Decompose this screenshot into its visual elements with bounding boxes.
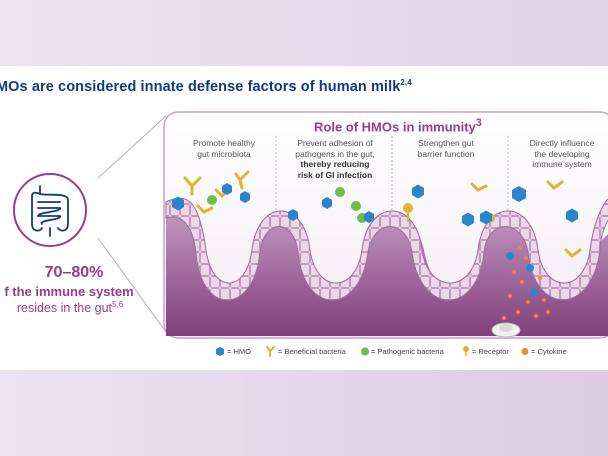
statistic-block: 70–80% f the immune system resides in th… xyxy=(0,264,148,315)
beneficial-bacteria-icon xyxy=(183,170,250,214)
immune-cell xyxy=(491,322,521,338)
beneficial-bacteria-icon xyxy=(546,180,582,258)
legend-pathogenic-bacteria: = Pathogenic bacteria xyxy=(371,347,444,356)
hmo-icon xyxy=(172,196,184,211)
connector-line-bottom xyxy=(97,237,167,333)
headline: MOs are considered innate defense factor… xyxy=(0,78,412,95)
connector-line-top xyxy=(97,115,167,179)
epithelium-cells xyxy=(165,197,608,301)
statistic-number: 70–80% xyxy=(44,264,104,281)
beneficial-bacteria-icon xyxy=(266,346,275,357)
hmo-icon xyxy=(462,210,492,227)
top-band xyxy=(0,0,608,66)
intestine-icon xyxy=(31,185,69,237)
legend-receptor: = Receptor xyxy=(472,347,509,356)
hmo-icon xyxy=(412,184,424,199)
hmo-icon xyxy=(506,252,538,296)
cytokine-icon xyxy=(502,246,550,320)
pathogenic-bacteria-icon xyxy=(335,187,367,223)
hmo-icon xyxy=(216,347,224,356)
hmo-icon xyxy=(288,209,298,221)
hmo-icon xyxy=(512,186,526,202)
bottom-band xyxy=(0,370,608,456)
diagram-title: Role of HMOs in immunity3 xyxy=(314,117,482,135)
hmo-icon xyxy=(322,197,332,209)
receptor-icon xyxy=(463,346,469,356)
legend-beneficial-bacteria: = Beneficial bacteria xyxy=(278,347,346,356)
pathogenic-bacteria-icon xyxy=(361,347,369,356)
cytokine-icon xyxy=(521,348,529,355)
pathogenic-bacteria-icon xyxy=(207,195,217,205)
statistic-subtitle: resides in the gut5,6 xyxy=(16,300,124,316)
lamina-propria xyxy=(166,206,608,336)
hmo-icon xyxy=(566,208,578,223)
hmo-icon xyxy=(364,211,374,223)
legend-hmo: = HMO xyxy=(227,347,251,356)
hmo-icon xyxy=(240,191,250,203)
beneficial-bacteria-icon xyxy=(470,182,488,192)
statistic-title: f the immune system xyxy=(4,284,134,299)
hmo-icon xyxy=(222,183,232,195)
receptor-icon xyxy=(403,203,413,222)
legend-cytokine: = Cytokine xyxy=(531,347,567,356)
